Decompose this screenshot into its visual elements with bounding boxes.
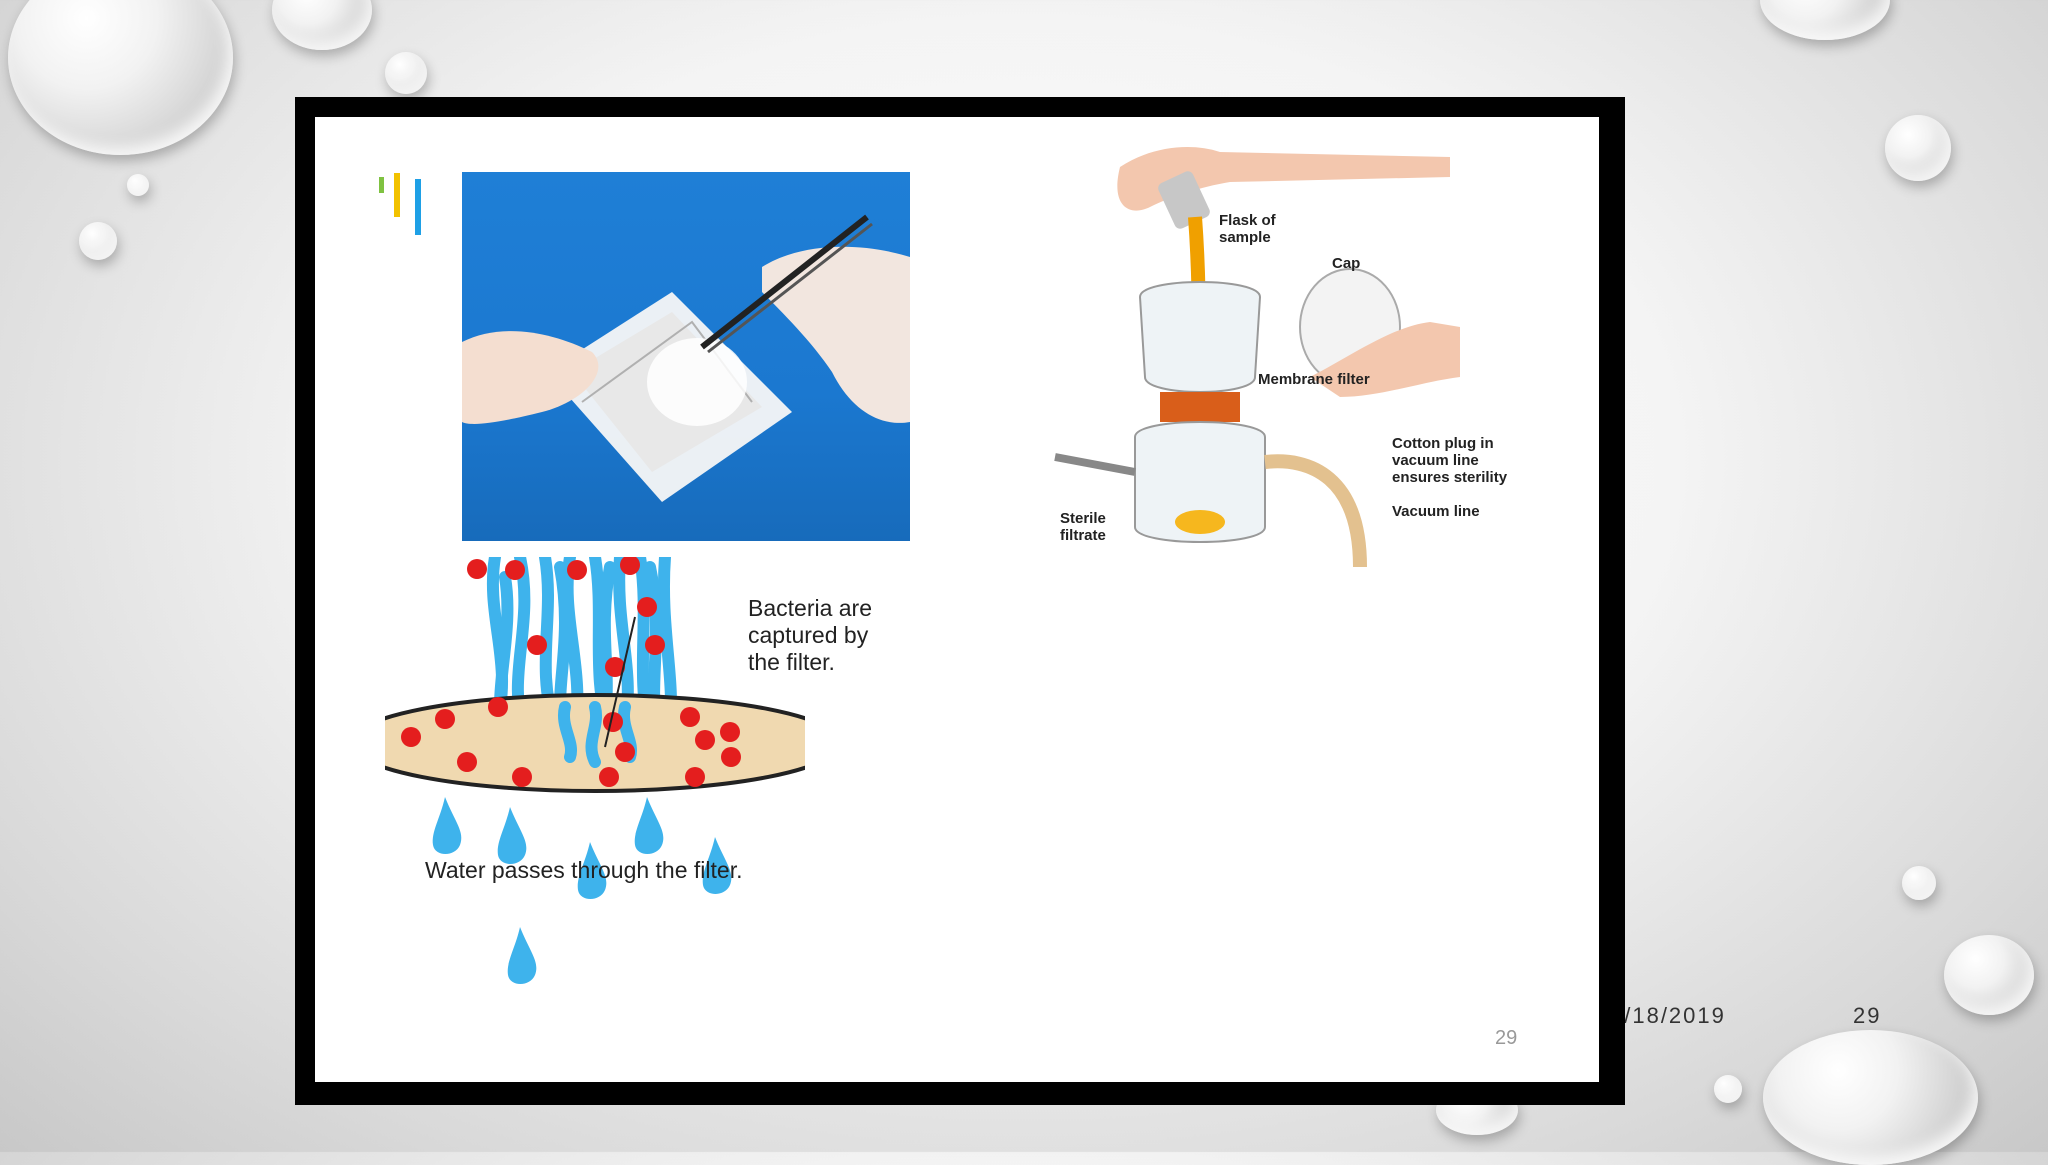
- filter-diagram: [385, 557, 805, 984]
- water-droplet: [272, 0, 372, 50]
- label-cap: Cap: [1332, 255, 1361, 272]
- water-droplet: [1763, 1030, 1978, 1165]
- water-droplet: [127, 174, 149, 196]
- vacuum-filtration-apparatus: [1054, 147, 1460, 568]
- water-droplet: [1944, 935, 2034, 1015]
- label-membrane-filter: Membrane filter: [1258, 371, 1370, 388]
- water-droplet: [1885, 115, 1951, 181]
- water-droplet: [1714, 1075, 1742, 1103]
- water-passes-caption: Water passes through the filter.: [425, 857, 743, 883]
- bacteria-captured-caption: Bacteria are captured by the filter.: [748, 595, 873, 675]
- embedded-slide-frame: Flask of sample Cap Membrane filter Cott…: [295, 97, 1625, 1105]
- membrane-filter-photo: [462, 172, 910, 541]
- slide-page-number: 29: [1853, 1003, 1882, 1028]
- water-droplet: [1902, 866, 1936, 900]
- accent-bars-logo: [379, 173, 421, 235]
- embedded-slide: Flask of sample Cap Membrane filter Cott…: [315, 117, 1599, 1082]
- water-droplet: [385, 52, 427, 94]
- water-droplet: [1760, 0, 1890, 40]
- water-droplet: [8, 0, 233, 155]
- inner-slide-page-number: 29: [1495, 1027, 1518, 1049]
- label-sterile-filtrate: Sterile filtrate: [1060, 510, 1106, 544]
- label-cotton-plug: Cotton plug in vacuum line ensures steri…: [1392, 435, 1508, 486]
- water-droplet: [79, 222, 117, 260]
- slide-date: 1/18/2019: [1610, 1003, 1726, 1028]
- hands-tweezers-illustration: [462, 214, 910, 502]
- label-flask-of-sample: Flask of sample: [1219, 212, 1276, 246]
- label-vacuum-line: Vacuum line: [1392, 503, 1480, 520]
